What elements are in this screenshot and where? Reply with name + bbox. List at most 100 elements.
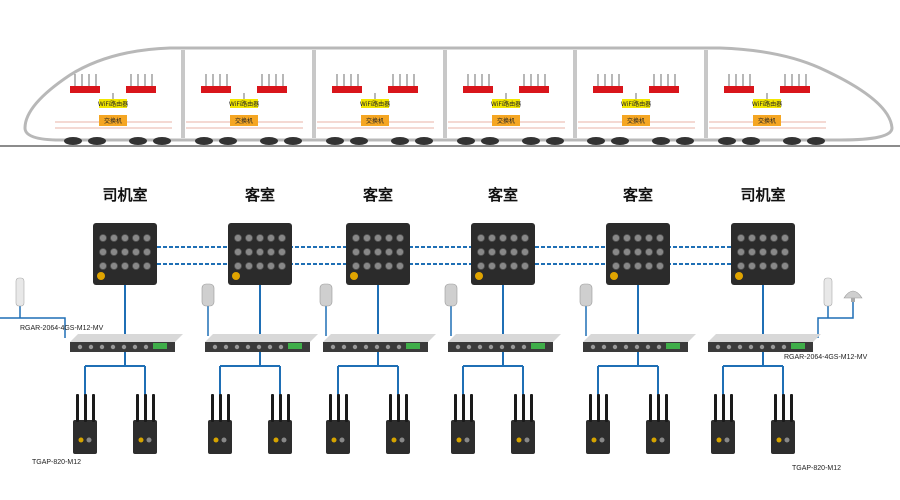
wifi-antenna-unit: [724, 86, 754, 93]
antenna-link: [0, 317, 66, 338]
m12-port: [143, 248, 151, 256]
m12-port: [363, 262, 371, 270]
router-port: [466, 344, 472, 350]
router-terminal: [791, 343, 805, 349]
ap-port: [78, 437, 84, 443]
wheel: [742, 137, 760, 145]
ap-port: [659, 437, 665, 443]
access-point-body: [771, 420, 795, 454]
m12-port: [121, 262, 129, 270]
antenna-icon: [219, 394, 222, 422]
router-port: [477, 344, 483, 350]
m12-port: [132, 262, 140, 270]
router-port: [385, 344, 391, 350]
antenna-icon: [319, 283, 333, 307]
wifi-antenna-unit: [388, 86, 418, 93]
m12-port: [245, 234, 253, 242]
ap-port: [464, 437, 470, 443]
dome-antenna-base: [851, 298, 855, 302]
access-point-icon: [646, 394, 670, 454]
router-port: [656, 344, 662, 350]
switch-box: [622, 115, 650, 126]
antenna-icon: [790, 394, 793, 422]
m12-port: [510, 248, 518, 256]
antenna-icon: [579, 283, 593, 307]
router-terminal: [666, 343, 680, 349]
m12-port: [759, 234, 767, 242]
wifi-router-label: WiFi路由器: [360, 100, 390, 108]
router-port: [737, 344, 743, 350]
wifi-router-box: [99, 99, 127, 108]
m12-port: [499, 248, 507, 256]
wifi-antenna-unit: [126, 86, 156, 93]
m12-port: [521, 262, 529, 270]
router-port: [143, 344, 149, 350]
m12-port: [245, 248, 253, 256]
router-port: [121, 344, 127, 350]
car-column: 客室: [579, 186, 696, 454]
m12-port: [396, 234, 404, 242]
ap-port: [651, 437, 657, 443]
power-port: [610, 272, 618, 280]
router-port: [234, 344, 240, 350]
m12-port: [121, 234, 129, 242]
ap-port: [146, 437, 152, 443]
antenna-icon: [201, 283, 215, 307]
m12-port: [278, 262, 286, 270]
wheel: [652, 137, 670, 145]
m12-port: [645, 234, 653, 242]
wheel: [391, 137, 409, 145]
m12-port: [656, 234, 664, 242]
router-port: [623, 344, 629, 350]
m12-port: [748, 248, 756, 256]
wifi-antenna-unit: [70, 86, 100, 93]
car-column: 客室: [444, 186, 561, 454]
access-point-icon: [133, 394, 157, 454]
antenna-icon: [597, 394, 600, 422]
access-point-icon: [711, 394, 735, 454]
wifi-router-box: [753, 99, 781, 108]
router-port: [267, 344, 273, 350]
antenna-icon: [444, 283, 458, 307]
wheel: [807, 137, 825, 145]
router-port: [601, 344, 607, 350]
wifi-antenna-unit: [332, 86, 362, 93]
switch-box: [753, 115, 781, 126]
router-port: [521, 344, 527, 350]
power-port: [232, 272, 240, 280]
antenna-icon: [92, 394, 95, 422]
m12-port: [488, 234, 496, 242]
access-point-body: [711, 420, 735, 454]
router-terminal: [531, 343, 545, 349]
ap-port: [213, 437, 219, 443]
antenna-icon: [287, 394, 290, 422]
antenna-link: [817, 302, 854, 338]
m12-port: [352, 262, 360, 270]
ap-port: [776, 437, 782, 443]
router-top: [70, 334, 183, 342]
m12-port: [385, 262, 393, 270]
router-port: [77, 344, 83, 350]
wheel: [457, 137, 475, 145]
wheel: [611, 137, 629, 145]
antenna-icon: [345, 394, 348, 422]
power-port: [97, 272, 105, 280]
router-port: [488, 344, 494, 350]
m12-port: [612, 248, 620, 256]
wheel: [415, 137, 433, 145]
power-port: [735, 272, 743, 280]
car-divider: [443, 50, 447, 138]
access-point-body: [208, 420, 232, 454]
access-point-body: [451, 420, 475, 454]
wheel: [676, 137, 694, 145]
wifi-router-label: WiFi路由器: [491, 100, 521, 108]
router-top: [708, 334, 821, 342]
m12-port: [99, 248, 107, 256]
antenna-icon: [665, 394, 668, 422]
m12-port: [770, 234, 778, 242]
antenna-icon: [782, 394, 785, 422]
m12-port: [499, 234, 507, 242]
